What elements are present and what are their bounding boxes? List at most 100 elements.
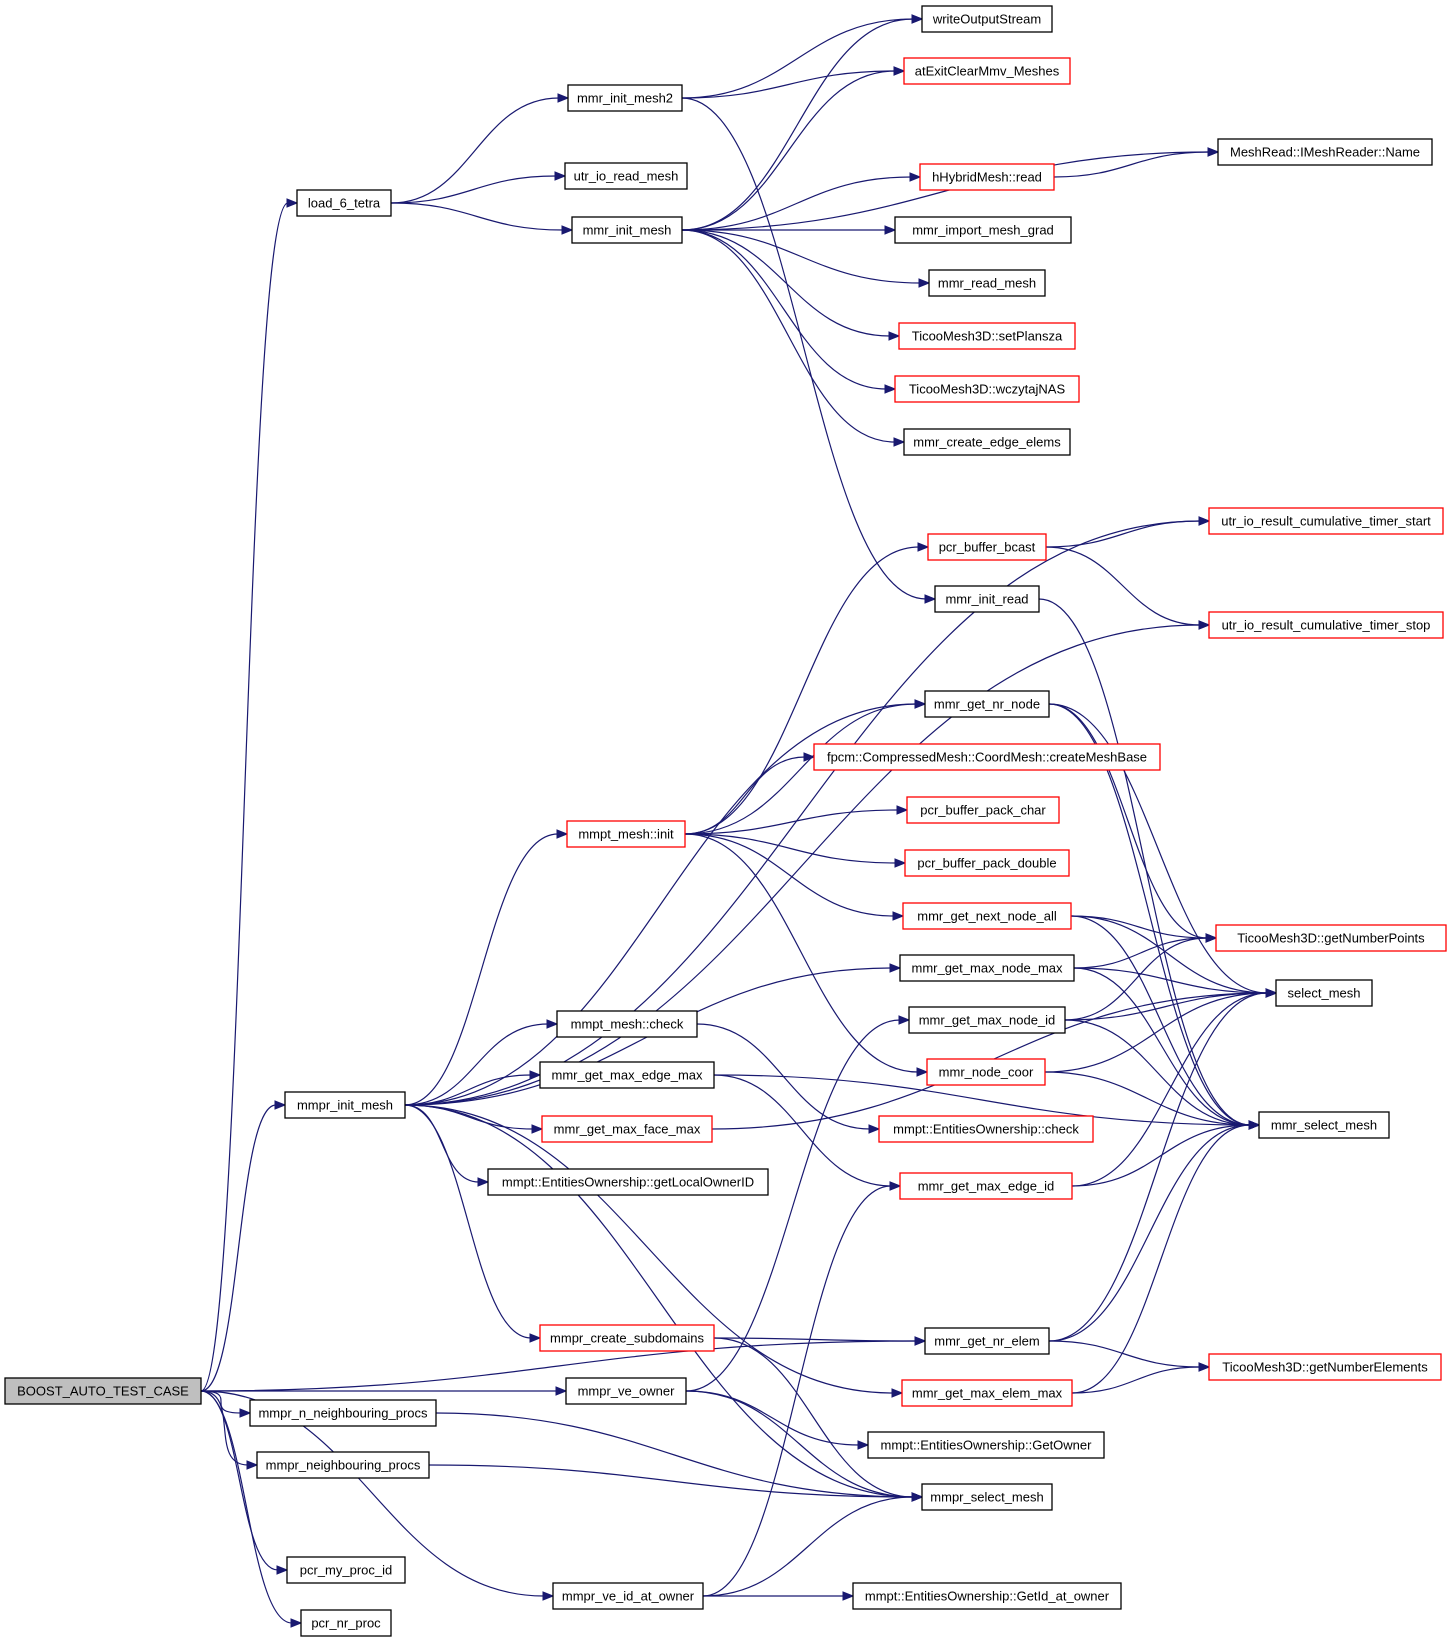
node-load6[interactable]: load_6_tetra — [296, 189, 392, 217]
node-getnumpts[interactable]: TicooMesh3D::getNumberPoints — [1215, 924, 1447, 952]
node-box[interactable] — [1258, 1111, 1390, 1139]
node-box[interactable] — [284, 1091, 406, 1119]
node-box[interactable] — [249, 1399, 437, 1427]
node-box[interactable] — [539, 1324, 715, 1352]
node-root[interactable]: BOOST_AUTO_TEST_CASE — [4, 1377, 202, 1405]
node-initmesh[interactable]: mmr_init_mesh — [571, 216, 683, 244]
node-mmptinit[interactable]: mmpt_mesh::init — [566, 820, 686, 848]
node-createsub[interactable]: mmpr_create_subdomains — [539, 1324, 715, 1352]
node-box[interactable] — [904, 849, 1070, 877]
node-box[interactable] — [924, 690, 1050, 718]
node-box[interactable] — [899, 1172, 1073, 1200]
node-timerstop[interactable]: utr_io_result_cumulative_timer_stop — [1208, 611, 1444, 639]
node-box[interactable] — [906, 796, 1060, 824]
node-box[interactable] — [4, 1377, 202, 1405]
node-box[interactable] — [552, 1582, 704, 1610]
node-box[interactable] — [894, 216, 1072, 244]
node-box[interactable] — [934, 585, 1040, 613]
node-box[interactable] — [867, 1431, 1105, 1459]
node-box[interactable] — [1217, 138, 1433, 166]
node-eocheck[interactable]: mmpt::EntitiesOwnership::check — [878, 1115, 1094, 1143]
node-nextnode[interactable]: mmr_get_next_node_all — [902, 902, 1072, 930]
node-box[interactable] — [813, 743, 1161, 771]
node-nodecoor[interactable]: mmr_node_coor — [926, 1058, 1046, 1086]
node-box[interactable] — [1208, 1353, 1442, 1381]
node-neigh[interactable]: mmpr_neighbouring_procs — [256, 1451, 430, 1479]
node-veowner[interactable]: mmpr_ve_owner — [565, 1377, 687, 1405]
node-nrnode[interactable]: mmr_get_nr_node — [924, 690, 1050, 718]
node-box[interactable] — [1208, 611, 1444, 639]
node-utrread[interactable]: utr_io_read_mesh — [564, 162, 688, 190]
node-box[interactable] — [564, 162, 688, 190]
node-maxfacemax[interactable]: mmr_get_max_face_max — [541, 1115, 713, 1143]
node-box[interactable] — [539, 1061, 715, 1089]
node-box[interactable] — [901, 1379, 1073, 1407]
node-box[interactable] — [566, 820, 686, 848]
node-box[interactable] — [565, 1377, 687, 1405]
node-box[interactable] — [908, 1006, 1066, 1034]
node-box[interactable] — [928, 269, 1046, 297]
node-meshread[interactable]: MeshRead::IMeshReader::Name — [1217, 138, 1433, 166]
node-nrproc[interactable]: pcr_nr_proc — [300, 1609, 392, 1637]
node-box[interactable] — [286, 1556, 406, 1584]
node-box[interactable] — [567, 84, 683, 112]
node-mmprinit[interactable]: mmpr_init_mesh — [284, 1091, 406, 1119]
node-box[interactable] — [898, 322, 1076, 350]
node-box[interactable] — [878, 1115, 1094, 1143]
node-box[interactable] — [556, 1010, 698, 1038]
node-writeout[interactable]: writeOutputStream — [921, 5, 1053, 33]
node-atexit[interactable]: atExitClearMmv_Meshes — [903, 57, 1071, 85]
node-getlocalowner[interactable]: mmpt::EntitiesOwnership::getLocalOwnerID — [487, 1168, 769, 1196]
node-createedge[interactable]: mmr_create_edge_elems — [903, 428, 1071, 456]
node-nneigh[interactable]: mmpr_n_neighbouring_procs — [249, 1399, 437, 1427]
node-box[interactable] — [300, 1609, 392, 1637]
node-box[interactable] — [296, 189, 392, 217]
node-mmrselect[interactable]: mmr_select_mesh — [1258, 1111, 1390, 1139]
node-maxedgemax[interactable]: mmr_get_max_edge_max — [539, 1061, 715, 1089]
node-box[interactable] — [902, 902, 1072, 930]
node-box[interactable] — [1208, 507, 1444, 535]
node-maxelemmax[interactable]: mmr_get_max_elem_max — [901, 1379, 1073, 1407]
node-box[interactable] — [903, 428, 1071, 456]
node-mmprselect[interactable]: mmpr_select_mesh — [921, 1483, 1053, 1511]
node-box[interactable] — [921, 1483, 1053, 1511]
node-box[interactable] — [919, 163, 1055, 191]
node-box[interactable] — [903, 57, 1071, 85]
node-box[interactable] — [571, 216, 683, 244]
node-maxedgeid[interactable]: mmr_get_max_edge_id — [899, 1172, 1073, 1200]
node-nrelem[interactable]: mmr_get_nr_elem — [924, 1327, 1050, 1355]
node-box[interactable] — [541, 1115, 713, 1143]
node-box[interactable] — [487, 1168, 769, 1196]
node-veidowner[interactable]: mmpr_ve_id_at_owner — [552, 1582, 704, 1610]
node-getnumelem[interactable]: TicooMesh3D::getNumberElements — [1208, 1353, 1442, 1381]
node-box[interactable] — [899, 954, 1075, 982]
node-box[interactable] — [852, 1582, 1122, 1610]
node-initmesh2[interactable]: mmr_init_mesh2 — [567, 84, 683, 112]
node-box[interactable] — [256, 1451, 430, 1479]
node-box[interactable] — [924, 1327, 1050, 1355]
node-timerstart[interactable]: utr_io_result_cumulative_timer_start — [1208, 507, 1444, 535]
node-packchar[interactable]: pcr_buffer_pack_char — [906, 796, 1060, 824]
node-box[interactable] — [921, 5, 1053, 33]
node-getowner[interactable]: mmpt::EntitiesOwnership::GetOwner — [867, 1431, 1105, 1459]
node-maxnodemax[interactable]: mmr_get_max_node_max — [899, 954, 1075, 982]
node-box[interactable] — [927, 533, 1047, 561]
node-readmesh[interactable]: mmr_read_mesh — [928, 269, 1046, 297]
node-maxnodeid[interactable]: mmr_get_max_node_id — [908, 1006, 1066, 1034]
node-packdouble[interactable]: pcr_buffer_pack_double — [904, 849, 1070, 877]
node-getidowner[interactable]: mmpt::EntitiesOwnership::GetId_at_owner — [852, 1582, 1122, 1610]
node-box[interactable] — [1215, 924, 1447, 952]
node-myproc[interactable]: pcr_my_proc_id — [286, 1556, 406, 1584]
node-bcast[interactable]: pcr_buffer_bcast — [927, 533, 1047, 561]
node-importgrad[interactable]: mmr_import_mesh_grad — [894, 216, 1072, 244]
node-selectmesh[interactable]: select_mesh — [1275, 979, 1373, 1007]
node-wczytaj[interactable]: TicooMesh3D::wczytajNAS — [894, 375, 1080, 403]
node-initread[interactable]: mmr_init_read — [934, 585, 1040, 613]
node-box[interactable] — [894, 375, 1080, 403]
node-box[interactable] — [926, 1058, 1046, 1086]
node-box[interactable] — [1275, 979, 1373, 1007]
node-mmptcheck[interactable]: mmpt_mesh::check — [556, 1010, 698, 1038]
node-fpcm[interactable]: fpcm::CompressedMesh::CoordMesh::createM… — [813, 743, 1161, 771]
node-setplansza[interactable]: TicooMesh3D::setPlansza — [898, 322, 1076, 350]
node-hhybrid[interactable]: hHybridMesh::read — [919, 163, 1055, 191]
